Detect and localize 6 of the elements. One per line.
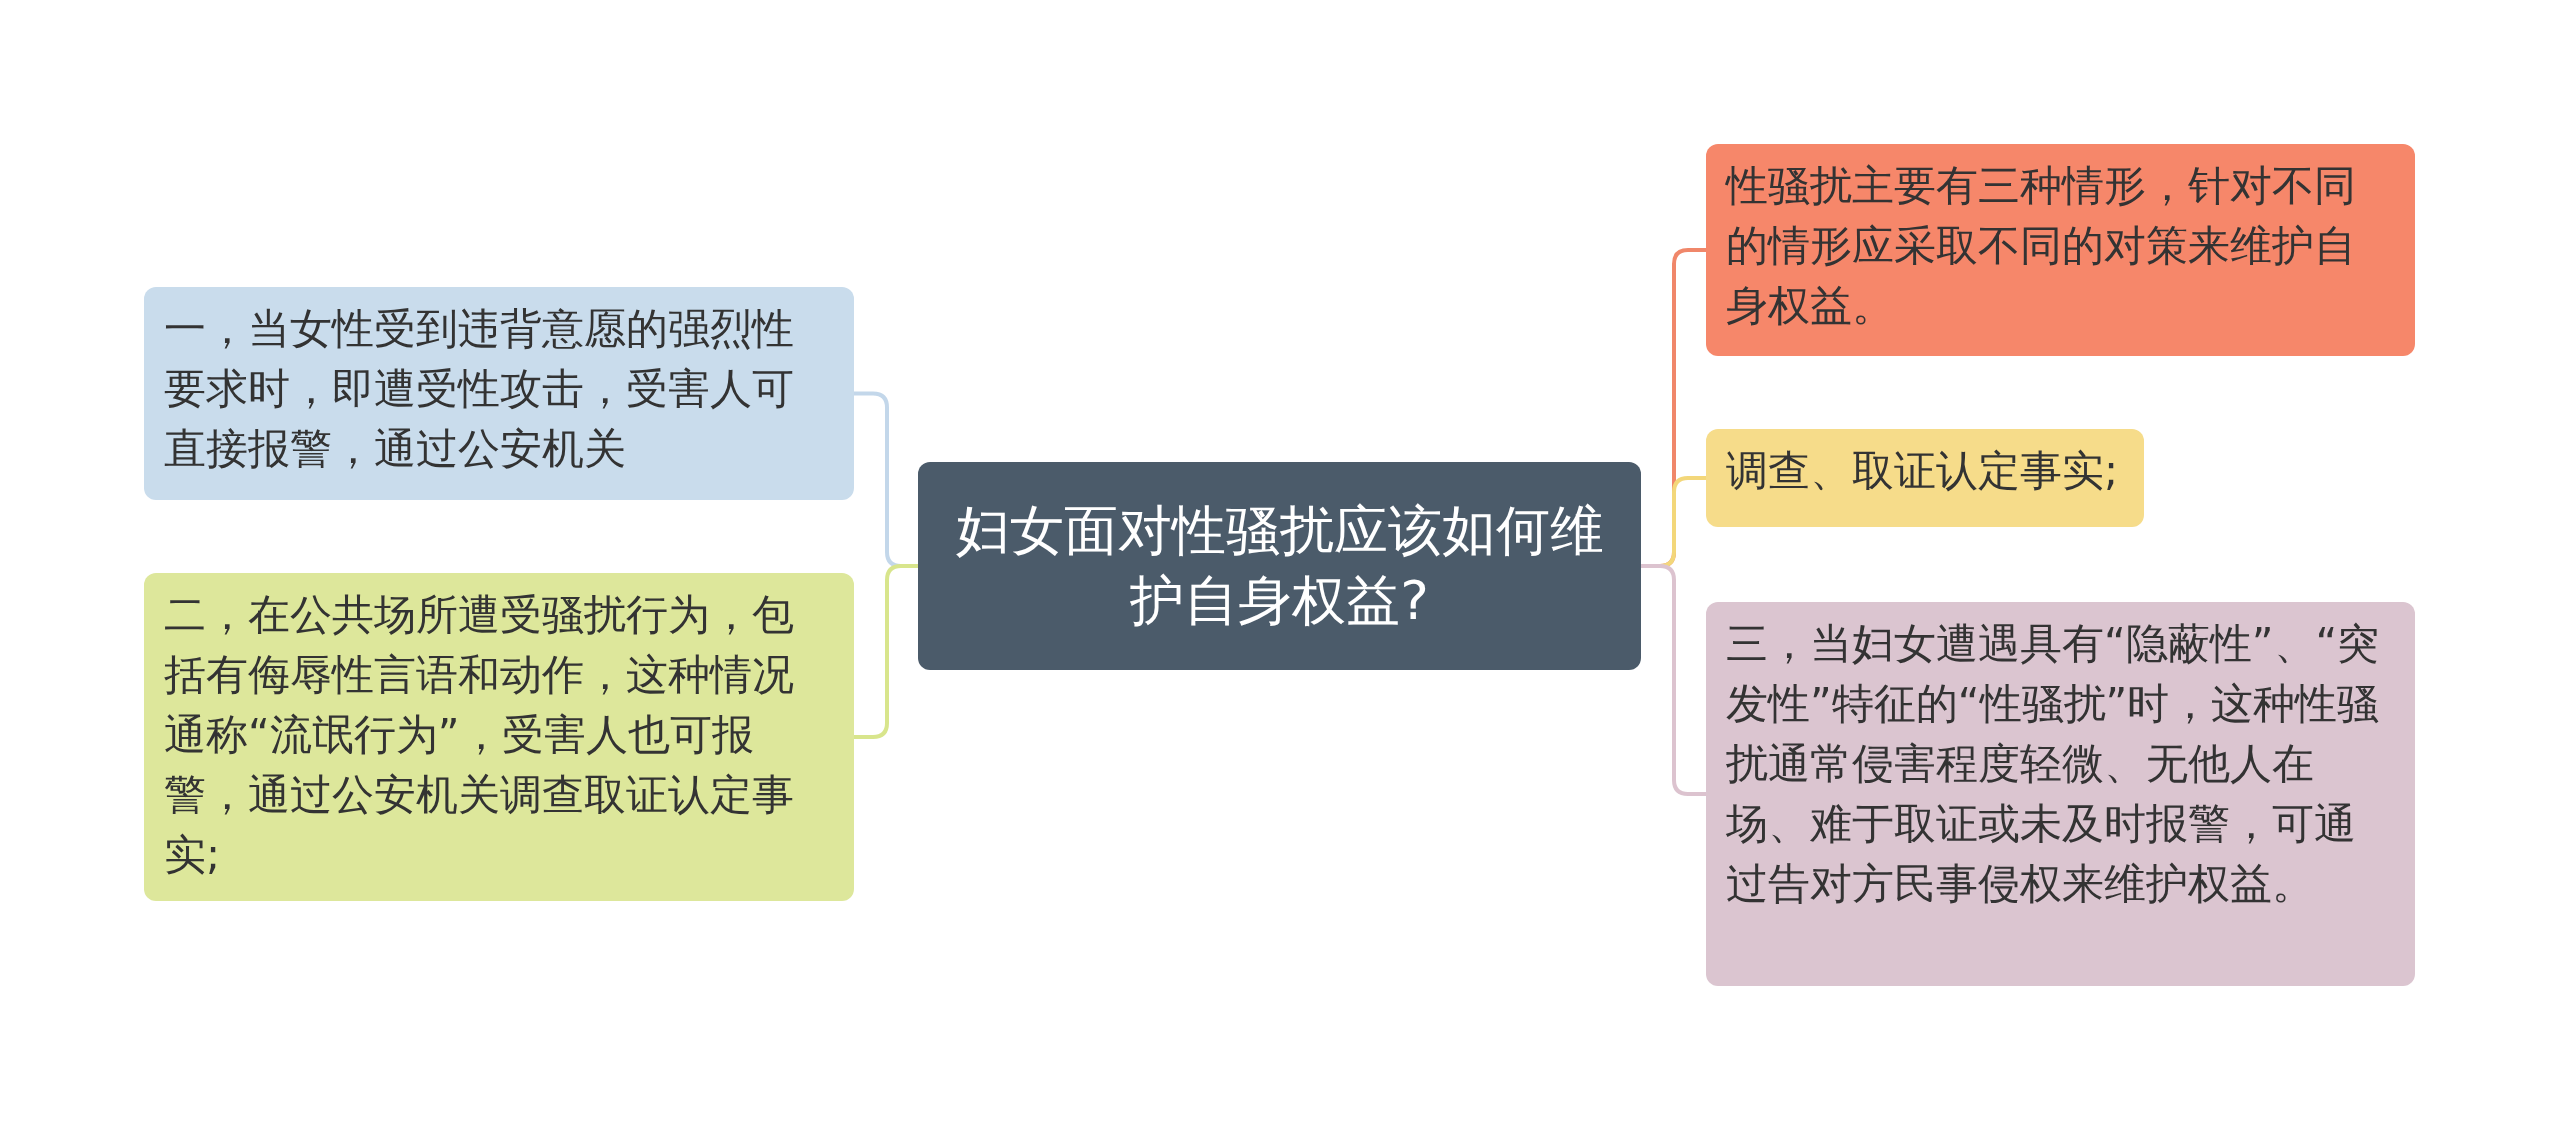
topic-box: 妇女面对性骚扰应该如何维护自身权益? <box>918 462 1641 670</box>
branch-box: 性骚扰主要有三种情形，针对不同的情形应采取不同的对策来维护自身权益。 <box>1706 144 2415 356</box>
branch-box: 二，在公共场所遭受骚扰行为，包括有侮辱性言语和动作，这种情况通称“流氓行为”，受害人也可报警，通过公安机关调查取证认定事实; <box>144 573 854 901</box>
branch-box: 三，当妇女遭遇具有“隐蔽性”、“突发性”特征的“性骚扰”时，这种性骚扰通常侵害程度轻微、无他人在场、难于取证或未及时报警，可通过告对方民事侵权来维护权益。 <box>1706 602 2415 986</box>
branch-box: 调查、取证认定事实; <box>1706 429 2144 527</box>
branch-box: 一，当女性受到违背意愿的强烈性要求时，即遭受性攻击，受害人可直接报警，通过公安机关 <box>144 287 854 500</box>
